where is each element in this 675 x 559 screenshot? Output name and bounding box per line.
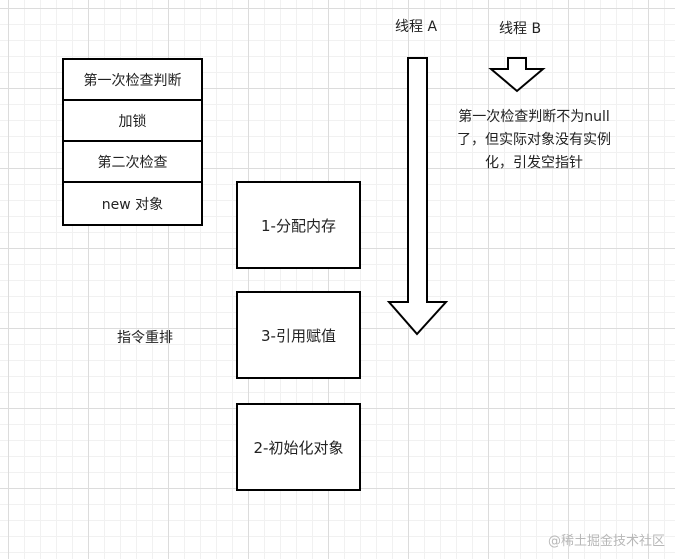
step-first-check: 第一次检查判断 <box>64 60 201 101</box>
step-second-check: 第二次检查 <box>64 142 201 183</box>
step-new-object: new 对象 <box>101 196 164 213</box>
thread-b-note: 第一次检查判断不为null 了，但实际对象没有实例化，引发空指针 <box>457 109 611 171</box>
thread-b-label: 线程 B <box>499 21 542 37</box>
thread-b-arrow-icon <box>488 57 546 93</box>
thread-a-arrow-icon <box>386 57 449 336</box>
op-allocate-memory: 1-分配内存 <box>236 181 361 269</box>
steps-box: 第一次检查判断 加锁 第二次检查 new 对象 <box>62 58 203 226</box>
op-init-object: 2-初始化对象 <box>236 403 361 491</box>
thread-a-label: 线程 A <box>395 19 438 35</box>
reorder-label: 指令重排 <box>117 330 173 346</box>
step-lock: 加锁 <box>64 101 201 142</box>
watermark: @稀土掘金技术社区 <box>547 534 665 549</box>
op-assign-reference: 3-引用赋值 <box>236 291 361 379</box>
